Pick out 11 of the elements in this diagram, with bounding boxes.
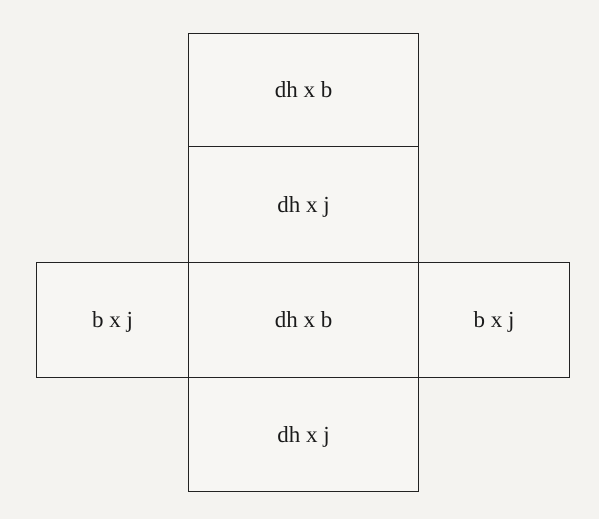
face-label: dh x j [277,192,330,218]
net-face [188,33,419,147]
net-face [188,377,419,492]
face-label: dh x b [274,77,332,103]
face-label: dh x b [274,307,332,333]
net-face [418,262,570,378]
net-face [188,146,419,263]
face-label: dh x j [277,422,330,448]
net-face [36,262,189,378]
face-label: b x j [474,307,514,333]
face-label: b x j [92,307,133,333]
